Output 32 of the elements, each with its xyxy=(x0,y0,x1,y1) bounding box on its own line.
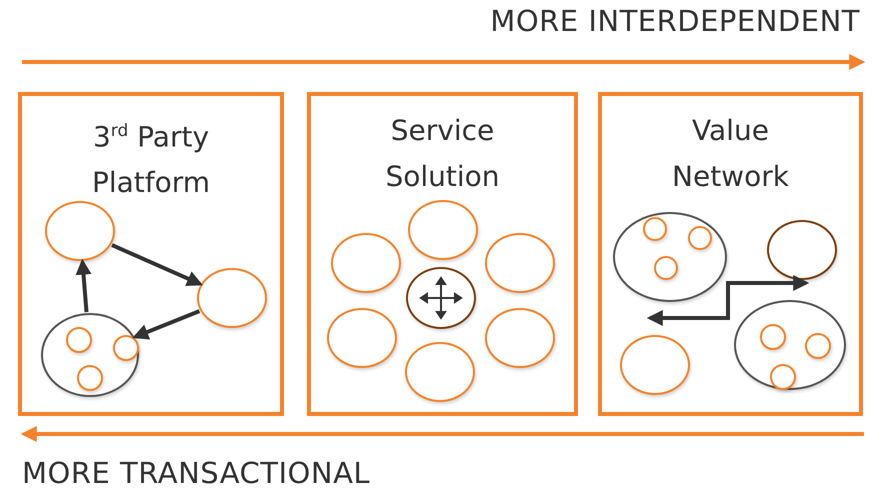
circle xyxy=(485,233,555,293)
panel-title: Value Network xyxy=(671,113,790,195)
circle xyxy=(760,324,786,350)
circle xyxy=(331,233,401,293)
circle xyxy=(197,268,267,328)
circle xyxy=(620,335,690,395)
circle xyxy=(408,200,478,260)
panel-title: 3$^{rd}$ Party Platform xyxy=(90,119,212,202)
panel-box xyxy=(18,92,284,416)
arrow xyxy=(646,275,810,326)
circle xyxy=(77,365,103,391)
circle xyxy=(45,201,115,261)
arrow xyxy=(111,243,203,286)
panel-box xyxy=(307,92,578,416)
axis-label: MORE INTERDEPENDENT xyxy=(490,4,860,38)
circle xyxy=(485,308,555,368)
panel-box xyxy=(598,92,863,416)
arrow xyxy=(132,309,200,340)
circle xyxy=(66,327,92,353)
circle xyxy=(688,226,712,250)
circle xyxy=(405,342,475,402)
arrow xyxy=(76,258,92,312)
circle xyxy=(327,308,397,368)
circle xyxy=(654,256,678,280)
circle xyxy=(770,364,796,390)
circle xyxy=(805,333,831,359)
circle xyxy=(767,220,837,280)
panel-title: Service Solution xyxy=(384,113,501,195)
circle xyxy=(113,335,139,361)
axis-label: MORE TRANSACTIONAL xyxy=(22,456,370,490)
circle xyxy=(406,267,476,329)
circle xyxy=(643,217,667,241)
